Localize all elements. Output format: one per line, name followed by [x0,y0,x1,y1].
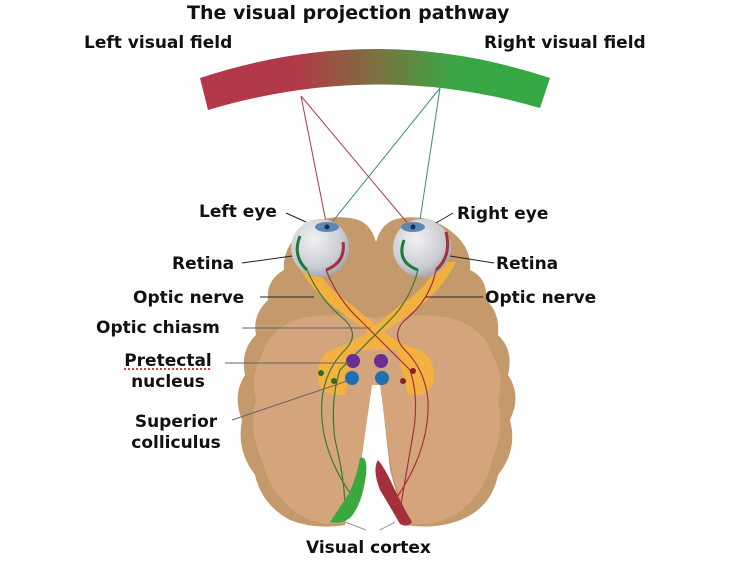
label-left-visual-field: Left visual field [84,33,233,53]
label-pretectal-nucleus: Pretectal nucleus [110,351,226,393]
leader-visual-cortex-left [344,521,367,531]
central-fissure [369,390,383,540]
label-visual-cortex: Visual cortex [306,538,431,558]
label-right-eye: Right eye [457,204,549,224]
right-eye [393,219,451,277]
red-pathway-right [394,269,437,501]
label-pretectal-line2: nucleus [131,372,205,392]
red-pathway-cross [325,269,417,511]
label-retina-left: Retina [172,254,235,274]
label-optic-nerve-left: Optic nerve [133,288,245,308]
label-left-eye: Left eye [199,202,277,222]
leader-right-eye [435,212,454,224]
lgn-dot-green-1 [318,370,324,376]
label-superior-colliculus: Superior colliculus [118,412,234,454]
green-pathway-cross [332,269,419,511]
leader-left-eye [285,212,307,223]
label-superior-line2: colliculus [131,433,221,453]
superior-colliculus-right [375,371,389,385]
superior-colliculus-left [345,371,359,385]
visual-cortex-red [375,460,412,526]
leader-visual-cortex-right [379,521,396,531]
leader-retina-right [449,255,495,264]
lgn-dot-red-1 [410,368,416,374]
visual-field-arc [200,49,550,110]
label-optic-nerve-right: Optic nerve [485,288,597,308]
ray-red-left-eye [300,95,328,228]
pretectal-nucleus-right [374,354,388,368]
green-pathway-left [306,269,356,501]
diagram-title: The visual projection pathway [187,2,510,24]
lgn-dot-red-2 [400,378,406,384]
label-pretectal-line1: Pretectal [124,351,212,371]
leader-retina-left [241,255,293,264]
leader-superior [231,379,351,421]
visual-cortex-green [330,457,367,523]
lgn-dot-green-2 [331,378,337,384]
pretectal-nucleus-left [346,354,360,368]
label-retina-right: Retina [496,254,559,274]
left-eye [291,219,349,277]
label-right-visual-field: Right visual field [484,33,646,53]
label-optic-chiasm: Optic chiasm [96,318,220,338]
label-superior-line1: Superior [134,412,218,432]
brain-inner [253,315,501,524]
